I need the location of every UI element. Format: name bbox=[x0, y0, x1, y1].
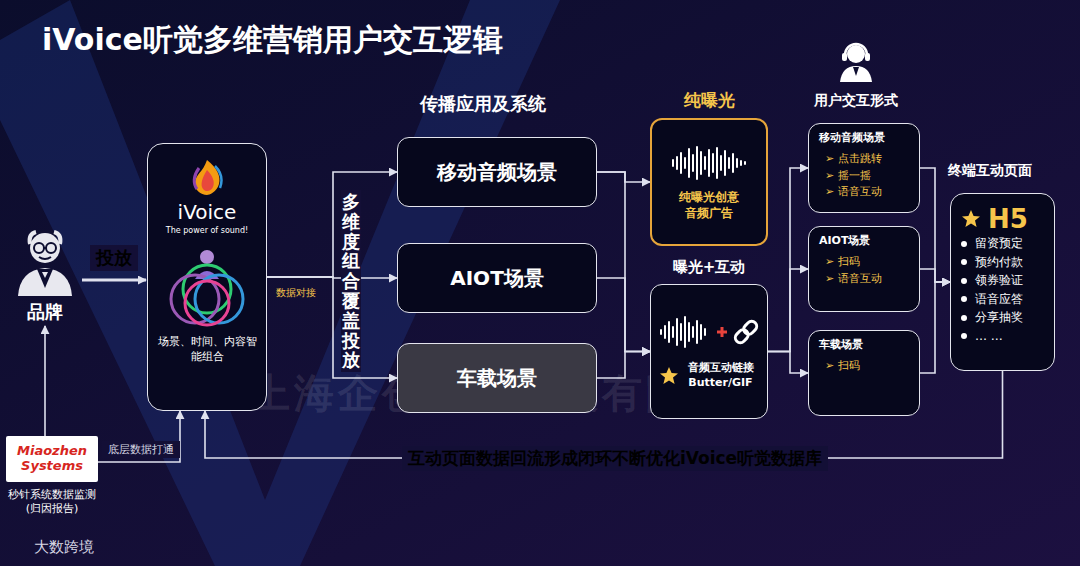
node-text: 分享抽奖 bbox=[961, 308, 1023, 327]
node-text: 语音应答 bbox=[961, 290, 1023, 309]
audio-wave bbox=[667, 143, 751, 183]
interaction-box: AIOT场景 ➢ 扫码➢ 语音互动 bbox=[808, 226, 920, 312]
channel-box: 车载场景 bbox=[397, 343, 597, 413]
label-text: 多维度组合覆盖投放 bbox=[341, 190, 361, 372]
connector bbox=[920, 168, 950, 282]
connector bbox=[267, 277, 397, 378]
connector bbox=[920, 282, 950, 373]
ivoice-logo bbox=[189, 158, 225, 196]
edge-label: 互动页面数据回流形成闭环不断优化iVoice听觉数据库 bbox=[402, 446, 828, 471]
connector bbox=[597, 172, 650, 182]
node-text: ➢ 扫码 bbox=[819, 254, 860, 271]
wave-link-icon bbox=[657, 313, 761, 351]
node-text: ➢ 点击跳转 bbox=[819, 151, 882, 168]
node-text: 秒针系统数据监测 (归因报告) bbox=[6, 488, 98, 517]
node-text: AIOT场景 bbox=[450, 265, 544, 292]
node-text: 场景、时间、内容智能组合 bbox=[154, 335, 260, 365]
ad-type-box: 纯曝光 纯曝光创意 音频广告 bbox=[650, 118, 768, 246]
label-text: 大数跨境 bbox=[34, 538, 94, 557]
platform-box: iVoiceThe power of sound! 场景、时间、内容智能组合 bbox=[147, 143, 267, 411]
text-row: 音频互动链接 Butter/GIF bbox=[659, 361, 759, 391]
connector bbox=[768, 269, 808, 352]
node-text: 曝光+互动 bbox=[651, 258, 767, 277]
node-text: The power of sound! bbox=[166, 226, 248, 235]
label-text: 数据对接 bbox=[276, 286, 316, 300]
node-text: 移动音频场景 bbox=[819, 130, 885, 145]
node-text: 领券验证 bbox=[961, 271, 1023, 290]
channel-box: AIOT场景 bbox=[397, 243, 597, 313]
channel-box: 移动音频场景 bbox=[397, 137, 597, 207]
node-text: ➢ 摇一摇 bbox=[819, 168, 871, 185]
agent-icon bbox=[834, 38, 878, 82]
node-text: 车载场景 bbox=[819, 337, 863, 352]
label-text: 用户交互形式 bbox=[814, 92, 898, 110]
title: iVoice听觉多维营销用户交互逻辑 bbox=[42, 20, 503, 61]
interaction-box: 移动音频场景 ➢ 点击跳转➢ 摇一摇➢ 语音互动 bbox=[808, 123, 920, 213]
label-text: 终端互动页面 bbox=[948, 162, 1032, 180]
node-text: 移动音频场景 bbox=[437, 159, 557, 186]
connector bbox=[98, 411, 180, 462]
connector bbox=[768, 352, 808, 374]
rings-illustration bbox=[161, 243, 253, 329]
edge-label: 底层数据打通 bbox=[102, 441, 180, 458]
node-text: 预约付款 bbox=[961, 253, 1023, 272]
connector bbox=[44, 326, 46, 436]
connector bbox=[920, 269, 950, 282]
connector bbox=[82, 279, 146, 282]
star-icon bbox=[659, 366, 679, 386]
node-text: 纯曝光创意 音频广告 bbox=[660, 189, 758, 221]
connector bbox=[597, 172, 650, 352]
label-text: 传播应用及系统 bbox=[420, 92, 546, 116]
page-box: H5留资预定预约付款领券验证语音应答分享抽奖… … bbox=[950, 193, 1055, 371]
node-text: 音频互动链接 Butter/GIF bbox=[682, 361, 759, 391]
connector bbox=[267, 172, 397, 277]
node-text: H5 bbox=[988, 204, 1028, 234]
monitor-logo: Miaozhen Systems 秒针系统数据监测 (归因报告) bbox=[6, 436, 98, 516]
brand-figure: 品牌 bbox=[10, 226, 80, 324]
node-text: Miaozhen Systems bbox=[6, 436, 98, 482]
connector bbox=[597, 278, 650, 352]
node-text: iVoice bbox=[178, 200, 237, 224]
node-text: 纯曝光 bbox=[652, 89, 766, 112]
node-text: ➢ 语音互动 bbox=[819, 271, 882, 288]
brand-icon bbox=[14, 226, 76, 296]
node-text: 车载场景 bbox=[457, 365, 537, 392]
node-text: 留资预定 bbox=[961, 234, 1023, 253]
node-text: 品牌 bbox=[27, 300, 63, 324]
interaction-box: 车载场景 ➢ 扫码 bbox=[808, 330, 920, 416]
ad-type-box: 曝光+互动 音频互动链接 Butter/GIF bbox=[650, 284, 768, 419]
node-text: AIOT场景 bbox=[819, 233, 870, 248]
connector bbox=[768, 168, 808, 352]
node-text: … … bbox=[961, 327, 1003, 346]
text-row: H5 bbox=[961, 204, 1028, 234]
node-text: ➢ 语音互动 bbox=[819, 184, 882, 201]
node-text: ➢ 扫码 bbox=[819, 358, 860, 375]
star-icon bbox=[961, 209, 981, 229]
edge-label: 投放 bbox=[90, 245, 138, 271]
